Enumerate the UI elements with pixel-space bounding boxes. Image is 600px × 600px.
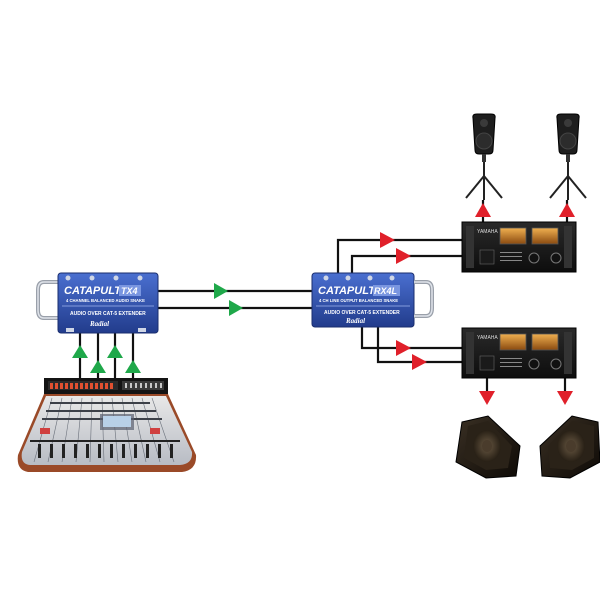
green-arrow-right-2: [229, 300, 243, 316]
amp2-brand: YAMAHA: [477, 335, 498, 341]
amp2-meter-right: [531, 333, 559, 351]
green-arrow-up-3: [107, 345, 123, 358]
amp1-brand: YAMAHA: [477, 229, 498, 235]
amp1-meter-left: [499, 227, 527, 245]
tx-handle-icon: [36, 280, 58, 320]
tx-subtitle: 4 CHANNEL BALANCED AUDIO SNAKE: [66, 298, 145, 303]
red-arrow-right-2: [396, 248, 411, 264]
amp1-knob-right: [550, 252, 562, 264]
floor-monitor-right-icon: [539, 415, 600, 479]
cable-rx-to-amp2-b: [376, 325, 462, 364]
amp2-meter-left: [499, 333, 527, 351]
rx-top-connectors: [323, 275, 395, 281]
green-arrow-right-1: [214, 283, 228, 299]
console-faders: [30, 440, 180, 458]
power-amplifier-1-icon: YAMAHA: [461, 221, 577, 273]
amp2-power-switch: [479, 355, 495, 371]
green-arrow-up-1: [72, 345, 88, 358]
red-arrow-down-left: [479, 391, 495, 405]
tx-bottom-connectors: [66, 328, 146, 332]
cable-rx-to-amp1-b: [350, 254, 462, 275]
amp2-knob-right: [550, 358, 562, 370]
rx-model-suffix: RX4L: [374, 286, 397, 296]
tx-model-suffix: TX4: [121, 286, 138, 296]
pa-speaker-right-icon: [549, 113, 587, 200]
cable-rx-to-amp1-a: [336, 238, 462, 275]
power-amplifier-2-icon: YAMAHA: [461, 327, 577, 379]
red-arrow-up-left: [475, 203, 491, 217]
amp1-power-switch: [479, 249, 495, 265]
signal-arrows: [72, 203, 575, 405]
red-arrow-right-4: [412, 354, 427, 370]
red-arrow-right-3: [396, 340, 411, 356]
floor-monitor-left-icon: [455, 415, 521, 479]
rx-model-prefix: CATAPULT: [318, 285, 376, 297]
console-meter-bridge: [48, 381, 164, 390]
red-arrow-right-1: [380, 232, 395, 248]
catapult-tx4-box: CATAPULT TX4 4 CHANNEL BALANCED AUDIO SN…: [36, 272, 159, 334]
amp1-meter-right: [531, 227, 559, 245]
mixing-console-icon: [17, 378, 197, 472]
red-arrow-down-right: [557, 391, 573, 405]
amp2-knob-left: [528, 358, 540, 370]
rx-handle-icon: [414, 280, 434, 318]
tx-top-connectors: [65, 275, 143, 281]
green-arrow-up-2: [90, 360, 106, 373]
pa-speaker-left-icon: [465, 113, 503, 200]
tx-brand: Radial: [89, 320, 109, 328]
tx-tagline: AUDIO OVER CAT-5 EXTENDER: [70, 311, 146, 317]
rx-tagline: AUDIO OVER CAT-5 EXTENDER: [324, 310, 400, 316]
rx-brand: Radial: [345, 317, 365, 325]
tx-model-prefix: CATAPULT: [64, 285, 122, 297]
cable-rx-to-amp2-a: [360, 325, 462, 350]
green-arrow-up-4: [125, 360, 141, 373]
rx-subtitle: 4 CH LINE OUTPUT BALANCED SNAKE: [319, 298, 398, 303]
amp1-knob-left: [528, 252, 540, 264]
red-arrow-up-right: [559, 203, 575, 217]
catapult-rx4l-box: CATAPULT RX4L 4 CH LINE OUTPUT BALANCED …: [311, 272, 434, 328]
